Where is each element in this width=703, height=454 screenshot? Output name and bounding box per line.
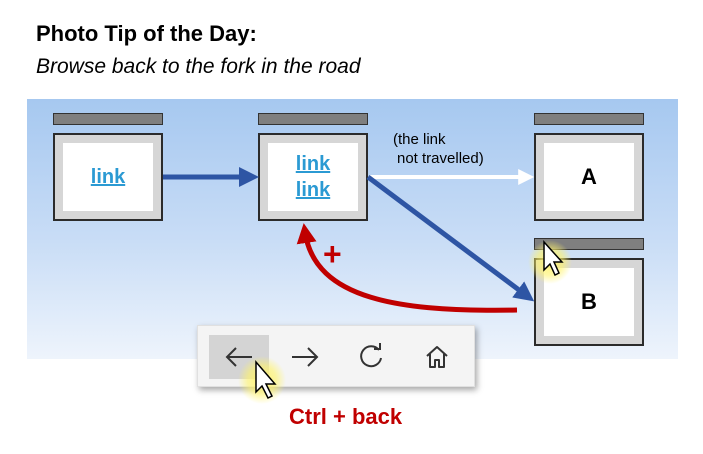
- refresh-button[interactable]: [341, 335, 401, 379]
- untravelled-note-line1: (the link: [393, 131, 446, 148]
- untravelled-note-line2: not travelled): [397, 150, 484, 167]
- page-b-window: B: [534, 258, 644, 346]
- page-first-window: link: [53, 133, 163, 221]
- page-fork-link-1[interactable]: link: [295, 153, 331, 175]
- home-button[interactable]: [407, 335, 467, 379]
- forward-arrow-icon: [292, 347, 319, 367]
- home-icon: [426, 346, 448, 368]
- browser-toolbar: [197, 325, 475, 387]
- shortcut-label: Ctrl + back: [289, 404, 403, 429]
- page-a-window: A: [534, 133, 644, 221]
- page-b-label: B: [581, 289, 597, 314]
- plus-sign: +: [323, 236, 342, 272]
- page-a-titlebar: [534, 113, 644, 125]
- tip-subtitle: Browse back to the fork in the road: [36, 55, 361, 78]
- refresh-icon: [360, 343, 382, 368]
- page-fork-link-2[interactable]: link: [295, 179, 331, 201]
- page-fork-window: link link: [258, 133, 368, 221]
- back-arrow-icon: [225, 347, 252, 367]
- page-a-label: A: [581, 164, 597, 189]
- page-fork-titlebar: [258, 113, 368, 125]
- page-b-titlebar: [534, 238, 644, 250]
- page-first-titlebar: [53, 113, 163, 125]
- forward-button[interactable]: [275, 335, 335, 379]
- page-first-link[interactable]: link: [90, 166, 126, 188]
- tip-title: Photo Tip of the Day:: [36, 21, 257, 46]
- back-button[interactable]: [209, 335, 269, 379]
- untravelled-note: (the link not travelled): [393, 130, 484, 168]
